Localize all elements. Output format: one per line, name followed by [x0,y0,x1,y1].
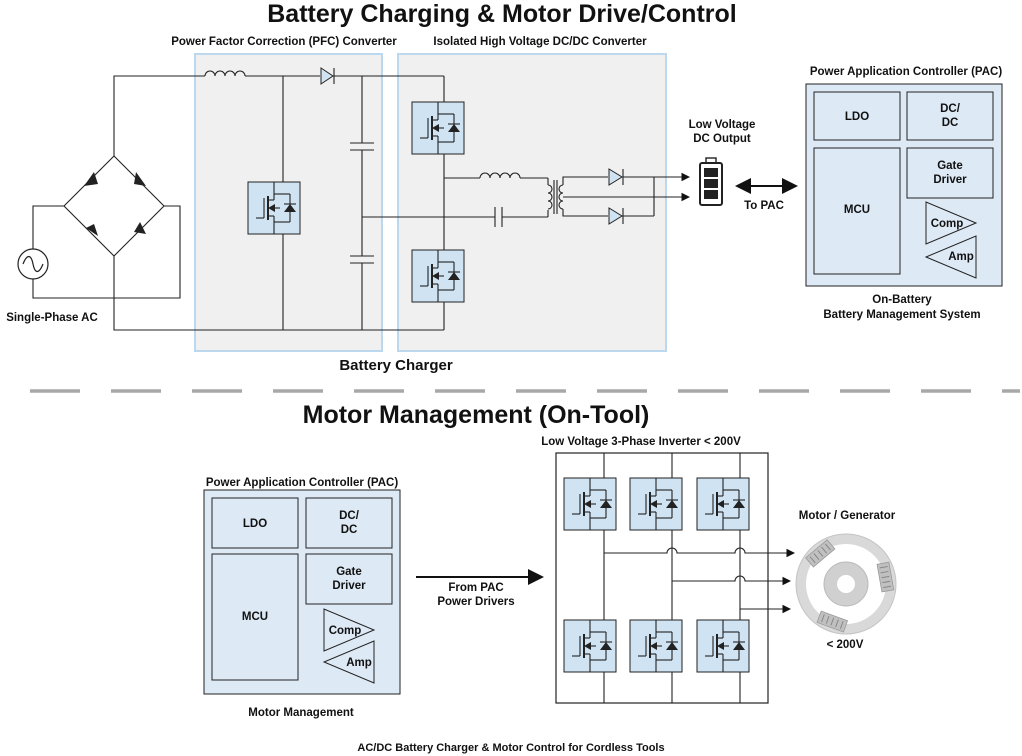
top-pac-mcu-label: MCU [844,204,870,216]
top-pac-comp-triangle [925,201,978,245]
bottom-pac-comp-label: Comp [329,625,362,637]
bottom-pac-dcdc-block [305,497,393,549]
bottom-title: Motor Management (On-Tool) [303,401,650,429]
inductor-icon [204,70,246,77]
motor-label: Motor / Generator [799,510,896,522]
bridge-rectifier [63,155,165,257]
top-pac-gate-label-1: Gate [937,160,963,172]
bottom-pac-comp-triangle [323,608,376,652]
inverter-switch-icon [563,619,617,673]
bottom-pac-amp-triangle [322,640,375,684]
top-pac-dcdc-label-2: DC [942,117,959,129]
top-pac-amp-label: Amp [948,251,974,263]
ac-source-label: Single-Phase AC [6,312,98,324]
top-title: Battery Charging & Motor Drive/Control [267,0,736,28]
top-pac-dcdc-block [906,91,994,141]
bottom-pac-dcdc-label-1: DC/ [339,510,360,522]
to-pac-label: To PAC [744,200,784,212]
bms-label-1: On-Battery [872,294,932,306]
pfc-converter-label: Power Factor Correction (PFC) Converter [171,36,397,48]
inverter-switch-icon [696,619,750,673]
dcdc-converter-label: Isolated High Voltage DC/DC Converter [433,36,647,48]
bottom-pac-amp-label: Amp [346,657,372,669]
bottom-pac-ldo-label: LDO [243,518,267,530]
top-pac-gate-label-2: Driver [933,174,967,186]
footer-caption: AC/DC Battery Charger & Motor Control fo… [357,742,664,754]
top-pac-gate-block [906,147,994,199]
inverter-label: Low Voltage 3-Phase Inverter < 200V [541,436,741,448]
from-pac-label-2: Power Drivers [437,596,514,608]
ac-source-icon [17,248,49,280]
bottom-pac-title: Power Application Controller (PAC) [206,477,398,489]
transformer-icon [547,180,564,214]
top-pac-mcu-block [813,147,901,275]
pfc-switch-icon [247,181,301,235]
motor-icon [795,533,897,635]
motor-mgmt-label: Motor Management [248,707,354,719]
ac-wire-bottom [32,205,181,299]
inverter-switch-icon [629,619,683,673]
top-pac-title: Power Application Controller (PAC) [810,66,1002,78]
top-pac-ldo-label: LDO [845,111,869,123]
bottom-pac-mcu-label: MCU [242,611,268,623]
dcdc-region [397,53,667,352]
rectifier-out-top [113,75,205,156]
battery-icon [699,157,723,206]
inverter-switch-icon [629,477,683,531]
top-pac-ldo-block [813,91,901,141]
battery-charger-label: Battery Charger [339,357,453,374]
lv-output-label-1: Low Voltage [689,119,756,131]
rectifier-out-bottom [113,256,444,331]
bottom-pac-gate-label-2: Driver [332,580,366,592]
top-pac-dcdc-label-1: DC/ [940,103,961,115]
bottom-pac-gate-label-1: Gate [336,566,362,578]
inverter-switch-icon [563,477,617,531]
hb-high-switch-icon [411,101,465,155]
inductor-icon [479,172,521,179]
lv-output-label-2: DC Output [693,133,751,145]
bottom-pac-gate-block [305,553,393,605]
motor-voltage-label: < 200V [827,639,864,651]
from-pac-label-1: From PAC [448,582,503,594]
bottom-pac-ldo-block [211,497,299,549]
hb-low-switch-icon [411,249,465,303]
inverter-switch-icon [696,477,750,531]
ac-wire-top [32,205,64,249]
top-pac-amp-triangle [924,235,977,279]
bottom-pac-dcdc-label-2: DC [341,524,358,536]
top-pac-comp-label: Comp [931,218,964,230]
bottom-pac-mcu-block [211,553,299,681]
bms-label-2: Battery Management System [823,309,980,321]
